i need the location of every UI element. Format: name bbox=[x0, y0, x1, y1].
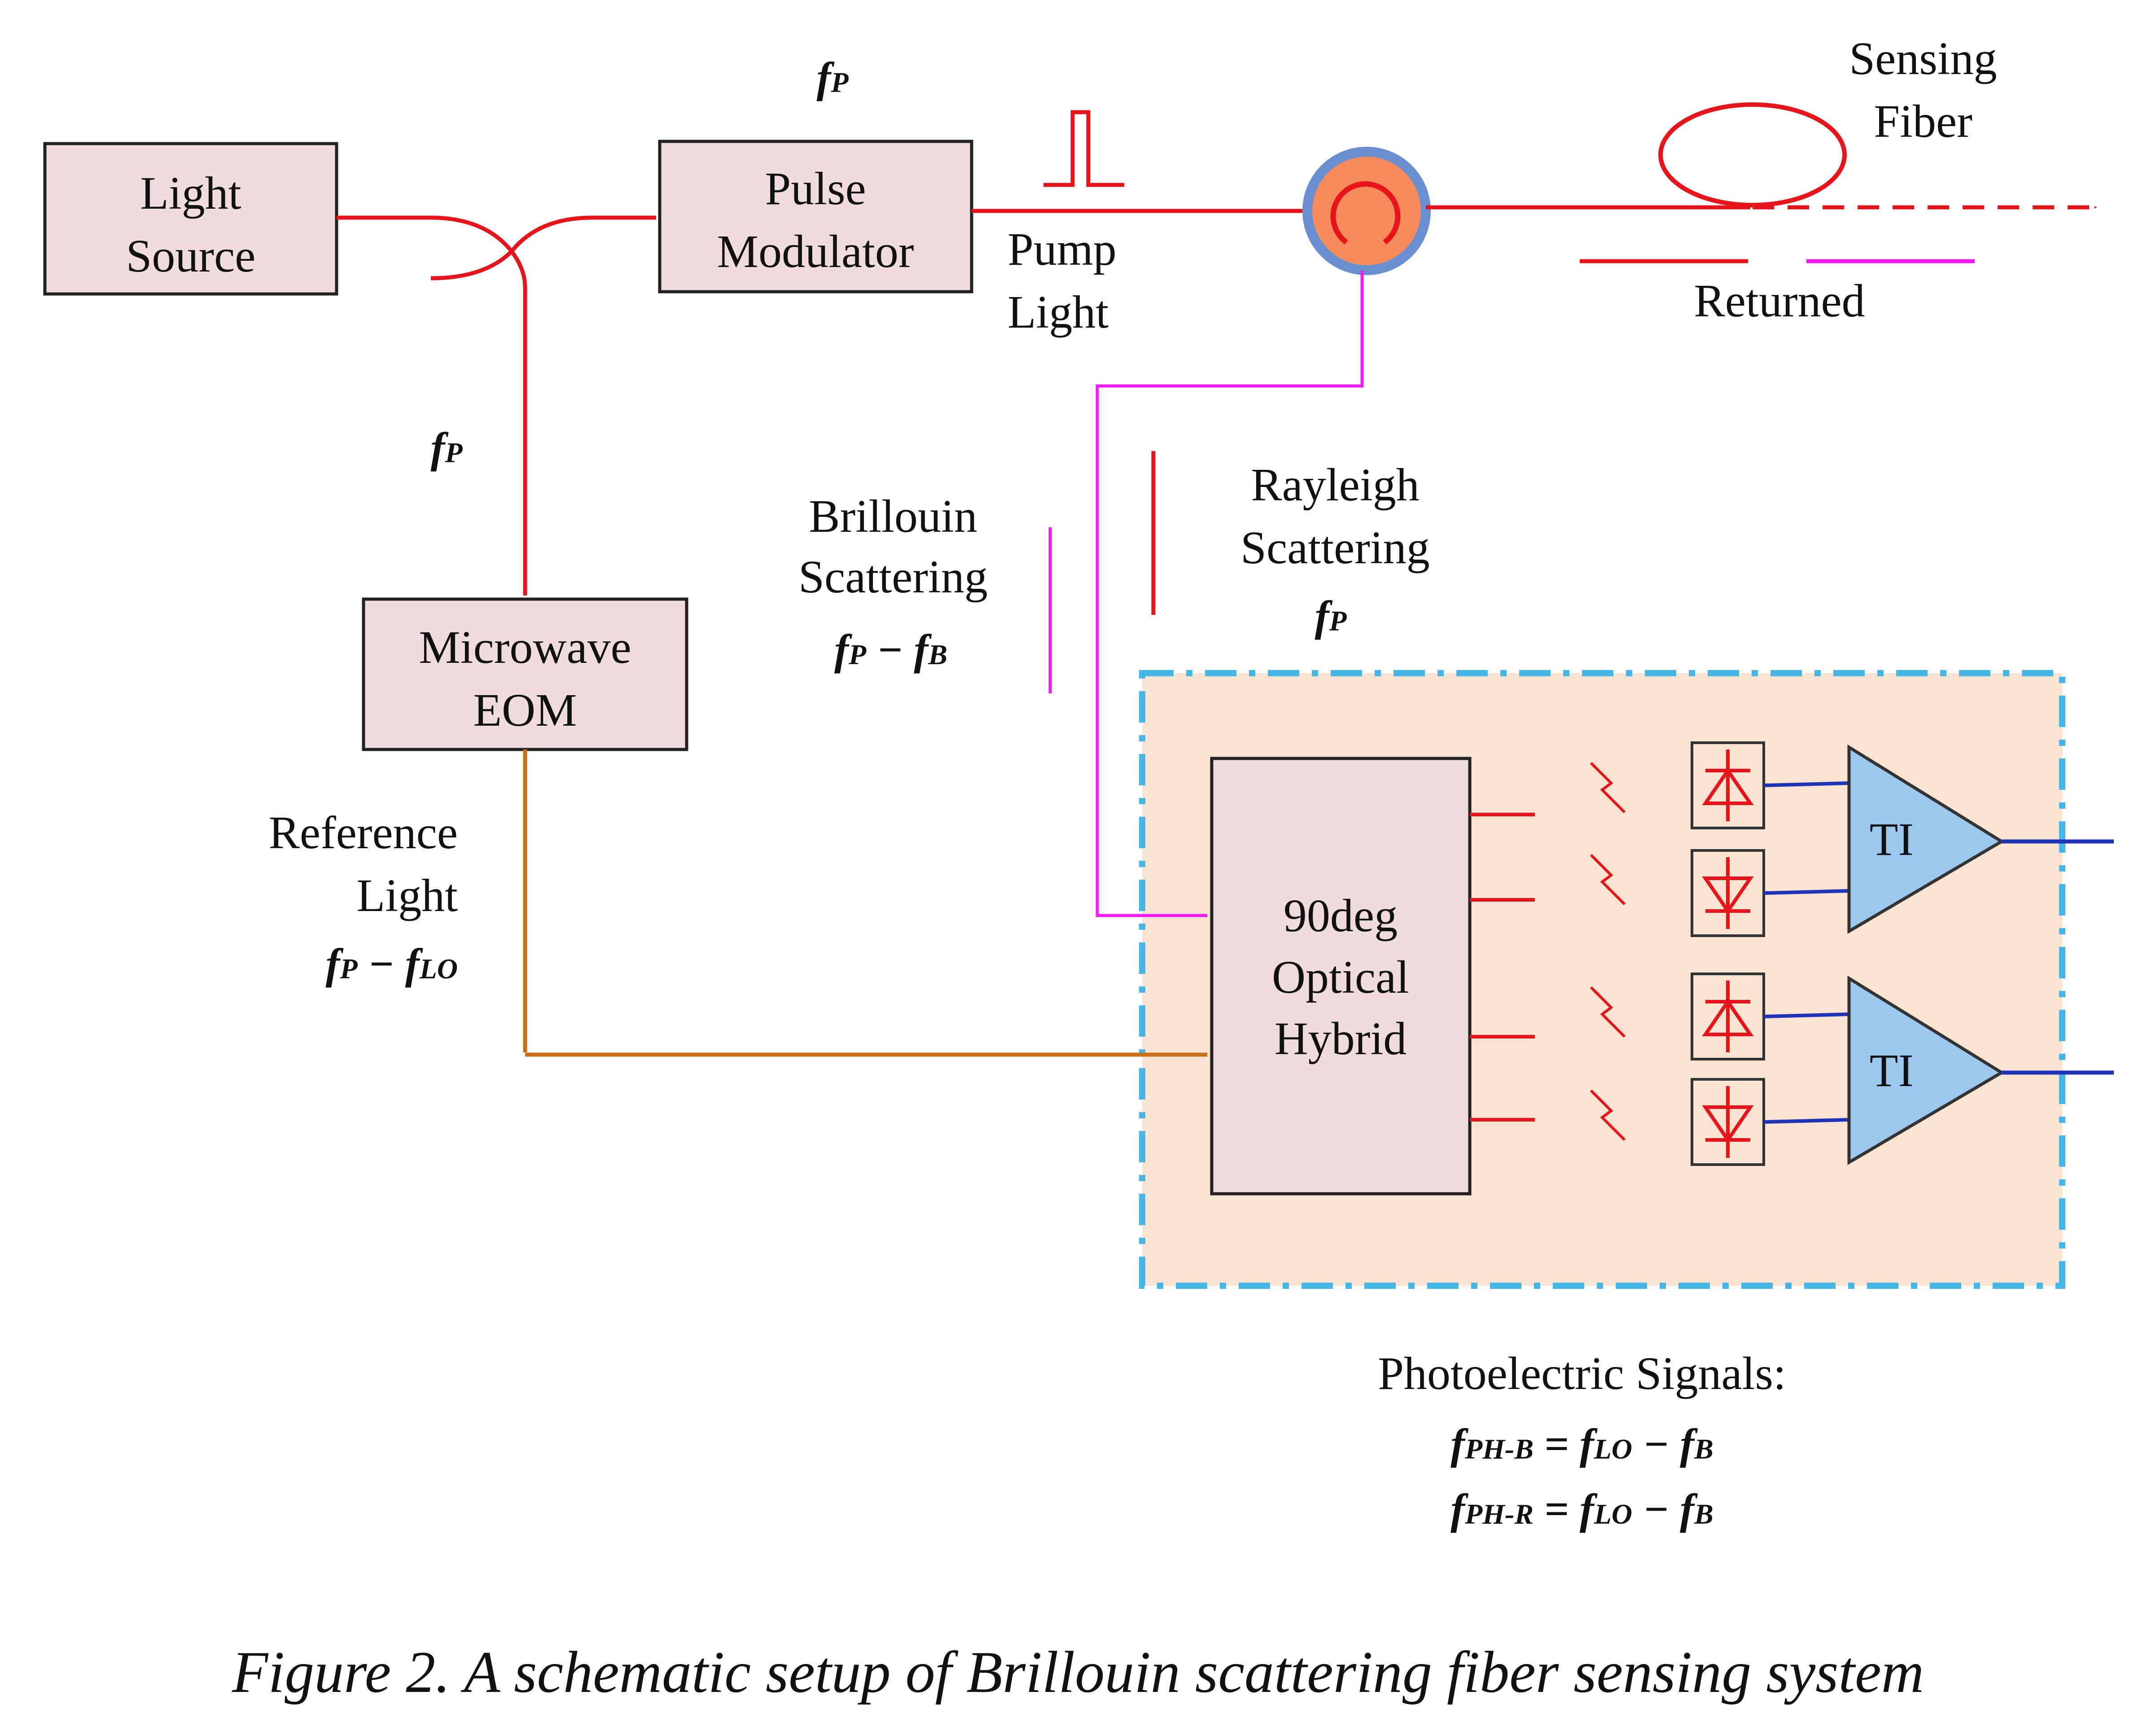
reference-light-label-1: Reference bbox=[269, 807, 458, 859]
ti-amplifier-top-label: TI bbox=[1870, 814, 1914, 865]
figure-caption: Figure 2. A schematic setup of Brillouin… bbox=[232, 1639, 1924, 1705]
ti-amplifier-bottom bbox=[1847, 975, 2005, 1165]
ti-amplifier-top bbox=[1847, 744, 2005, 934]
pulse-modulator-box bbox=[658, 140, 973, 294]
fp-label-left: fP bbox=[430, 424, 463, 472]
photodiode-icon-2 bbox=[1691, 849, 1765, 937]
photodiode-icon-1 bbox=[1691, 741, 1765, 829]
photodiode-icon-4 bbox=[1691, 1078, 1765, 1166]
light-arrow-icon-2 bbox=[1590, 854, 1626, 906]
brillouin-label-2: Scattering bbox=[798, 551, 988, 603]
fp-minus-fb-label: fP − fB bbox=[834, 626, 947, 674]
returned-label: Returned bbox=[1694, 275, 1865, 327]
light-arrow-icon-3 bbox=[1590, 986, 1626, 1038]
reference-light-label-2: Light bbox=[357, 870, 458, 921]
sensing-fiber-coil bbox=[1658, 102, 1847, 207]
photodiode-icon-3 bbox=[1691, 973, 1765, 1060]
microwave-eom-label-2: EOM bbox=[473, 684, 577, 736]
light-source-label-1: Light bbox=[140, 167, 241, 219]
fp-label-top: fP bbox=[816, 53, 849, 101]
optical-hybrid-box bbox=[1210, 757, 1472, 1196]
optical-hybrid-label-1: 90deg bbox=[1284, 890, 1398, 942]
pulse-modulator-label-1: Pulse bbox=[765, 163, 866, 215]
circulator bbox=[1302, 147, 1431, 275]
circulator-arrow-icon bbox=[1330, 181, 1401, 245]
microwave-eom-box bbox=[362, 597, 688, 751]
light-arrow-icon-1 bbox=[1590, 762, 1626, 814]
optical-hybrid-label-2: Optical bbox=[1272, 951, 1409, 1003]
diode-wiring-bottom bbox=[1763, 1012, 1849, 1124]
light-source-label-2: Source bbox=[126, 230, 256, 282]
microwave-eom-label-1: Microwave bbox=[419, 622, 631, 673]
fph-b-equation: fPH-B = fLO − fB bbox=[1450, 1420, 1713, 1468]
rayleigh-label-1: Rayleigh bbox=[1251, 459, 1419, 511]
coupler-lower-right bbox=[510, 250, 527, 596]
pump-light-label-2: Light bbox=[1008, 286, 1109, 338]
pump-light-label-1: Pump bbox=[1008, 223, 1117, 275]
light-arrow-icon-4 bbox=[1590, 1089, 1626, 1141]
rayleigh-label-2: Scattering bbox=[1240, 522, 1430, 574]
fph-r-equation: fPH-R = fLO − fB bbox=[1450, 1485, 1713, 1533]
light-source-box bbox=[43, 142, 338, 296]
coupler-lower-left bbox=[430, 250, 513, 280]
sensing-fiber-label-1: Sensing bbox=[1849, 33, 1997, 84]
pulse-symbol bbox=[1043, 110, 1124, 187]
pulse-modulator-label-2: Modulator bbox=[717, 226, 914, 277]
diode-wiring-top bbox=[1763, 781, 1849, 895]
backscatter-fiber bbox=[1096, 271, 1364, 917]
fp-label-rayleigh: fP bbox=[1315, 592, 1347, 640]
ti-amplifier-bottom-label: TI bbox=[1870, 1045, 1914, 1096]
brillouin-label-1: Brillouin bbox=[809, 491, 977, 542]
photoelectric-label: Photoelectric Signals: bbox=[1378, 1348, 1786, 1399]
sensing-fiber-label-2: Fiber bbox=[1874, 96, 1972, 147]
optical-hybrid-label-3: Hybrid bbox=[1275, 1013, 1407, 1065]
fp-minus-flo-label: fP − fLO bbox=[325, 940, 458, 988]
source-output-fiber bbox=[337, 215, 657, 255]
